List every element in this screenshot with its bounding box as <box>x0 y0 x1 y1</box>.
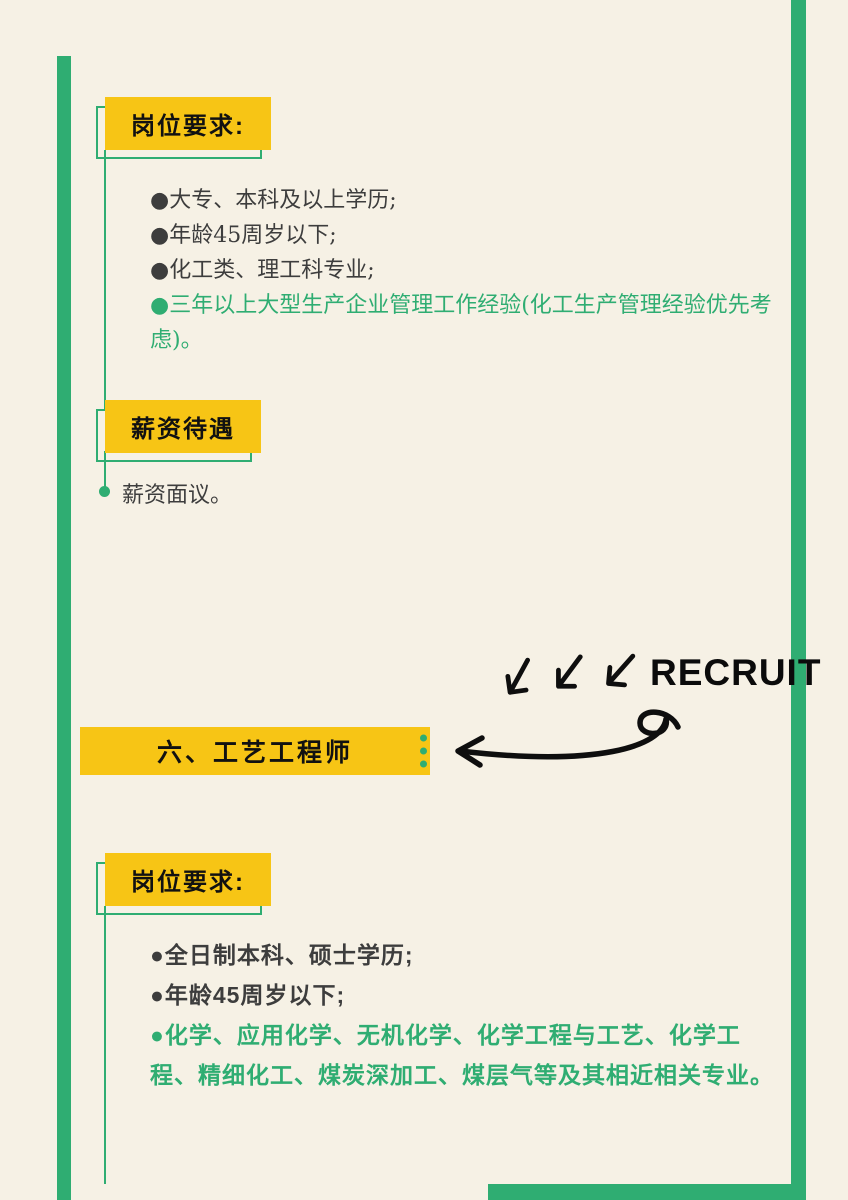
bullet-item: ●全日制本科、硕士学历; <box>150 942 414 968</box>
timeline-line-2 <box>104 451 106 489</box>
recruit-label: RECRUIT <box>650 652 822 693</box>
bullet-item: ●大专、本科及以上学历; <box>150 188 397 213</box>
down-left-arrow-icon <box>505 657 530 695</box>
banner-dots <box>420 734 427 768</box>
salary-header: 薪资待遇 <box>96 400 261 462</box>
right-green-bar <box>791 0 806 1184</box>
recruit-callout: RECRUIT <box>497 642 821 704</box>
timeline-dot <box>99 486 110 497</box>
requirements-header-1: 岗位要求: <box>96 97 271 159</box>
bullet-item: ●化工类、理工科专业; <box>150 258 375 283</box>
salary-note: 薪资面议。 <box>122 483 233 508</box>
bullet-item: ●年龄45周岁以下; <box>150 223 337 248</box>
down-left-arrow-icon <box>556 654 583 689</box>
curved-arrow-icon <box>455 709 681 768</box>
requirements-list-2: ●全日制本科、硕士学历; ●年龄45周岁以下; ●化学、应用化学、无机化学、化学… <box>150 935 786 1095</box>
requirements-header-2: 岗位要求: <box>96 853 271 915</box>
bullet-item: ●年龄45周岁以下; <box>150 982 346 1008</box>
bullet-item: ●化学、应用化学、无机化学、化学工程与工艺、化学工程、精细化工、煤炭深加工、煤层… <box>150 1022 774 1088</box>
header-label: 薪资待遇 <box>105 400 261 453</box>
timeline-line-1 <box>104 150 106 409</box>
timeline-line-3 <box>104 906 106 1184</box>
bottom-green-bar <box>488 1184 806 1200</box>
header-label: 岗位要求: <box>105 853 271 906</box>
bullet-item: ●三年以上大型生产企业管理工作经验(化工生产管理经验优先考虑)。 <box>150 293 772 353</box>
position-title: 六、工艺工程师 <box>156 739 353 767</box>
header-label: 岗位要求: <box>105 97 271 150</box>
position-banner: 六、工艺工程师 <box>80 727 430 775</box>
requirements-list-1: ●大专、本科及以上学历; ●年龄45周岁以下; ●化工类、理工科专业; ●三年以… <box>150 183 778 358</box>
down-left-arrow-icon <box>606 653 636 688</box>
left-green-bar <box>57 56 71 1200</box>
